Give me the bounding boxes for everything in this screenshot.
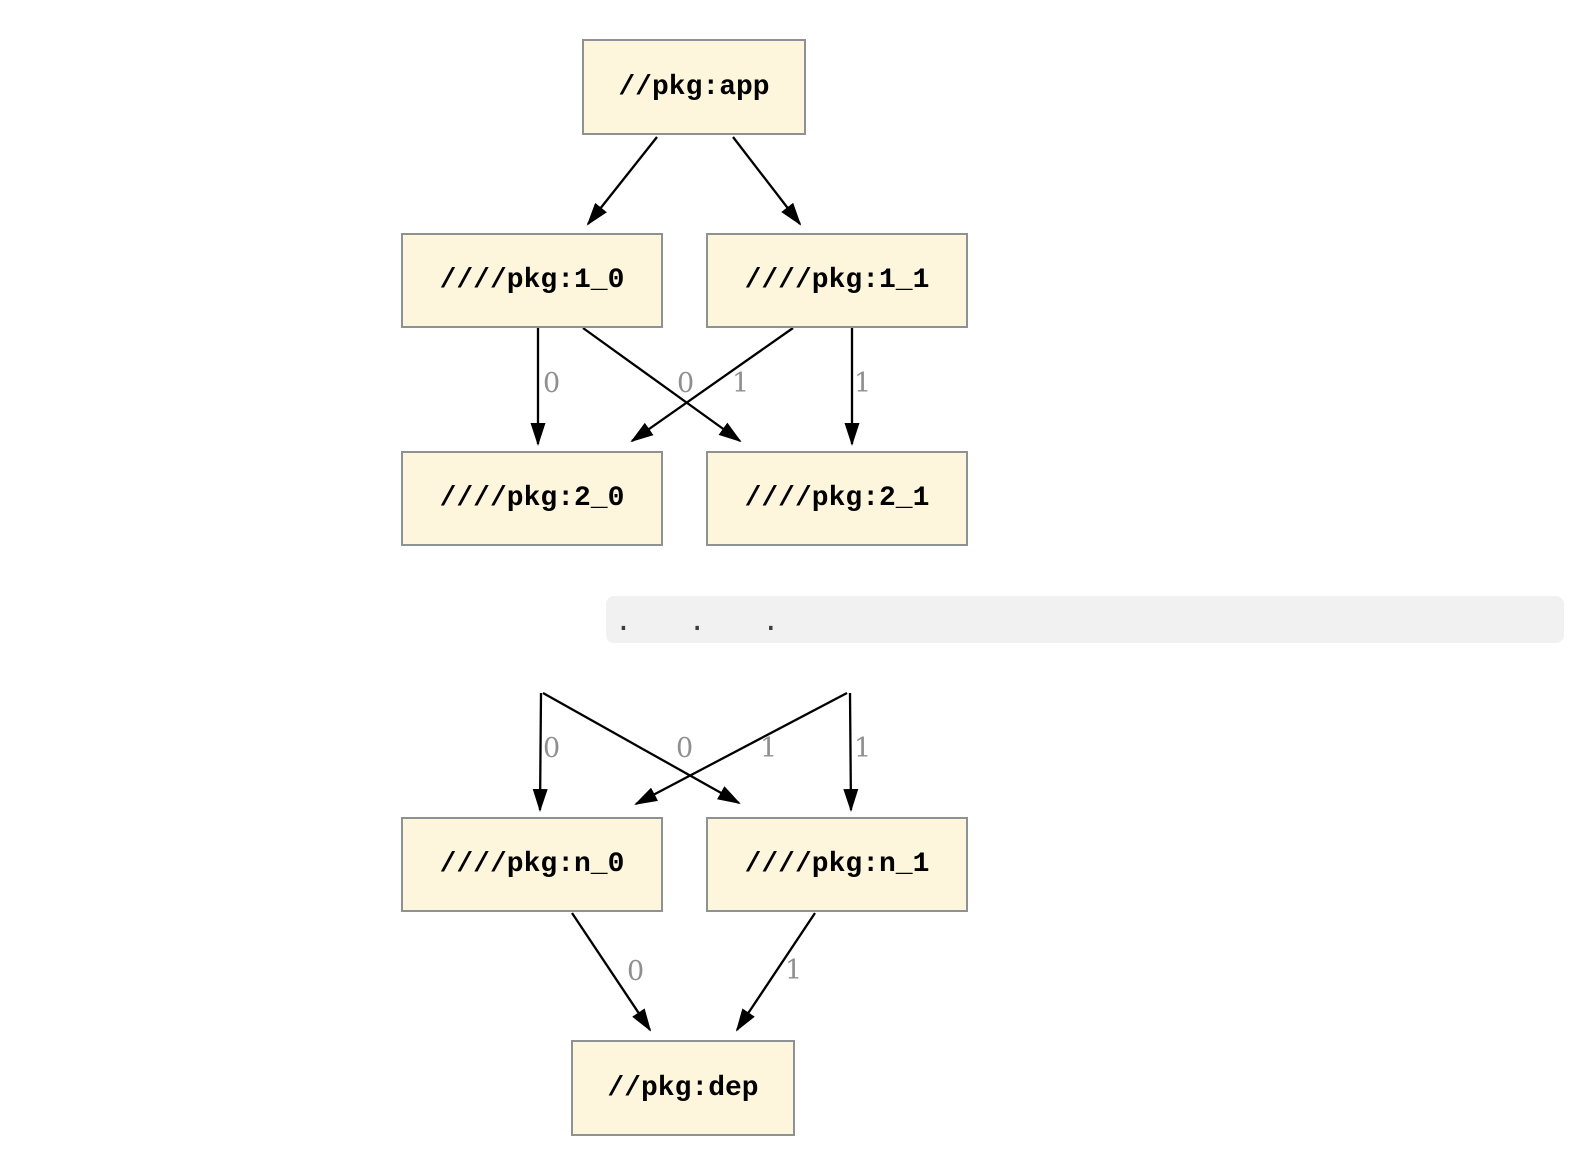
node-pkg-app: //pkg:app [582,39,806,135]
edge-label-1_1-2_0: 0 [677,368,695,399]
node-pkg-2-0: ////pkg:2_0 [401,451,663,546]
node-pkg-1-0: ////pkg:1_0 [401,233,663,328]
node-pkg-1-1: ////pkg:1_1 [706,233,968,328]
edge-1_1-to-2_0 [630,327,794,443]
edge-app-to-1_0 [586,136,658,226]
edge-label-ellipsis-n_1-left: 1 [760,733,778,764]
edge-label-n_0-dep: 0 [627,956,645,987]
edge-label-ellipsis-n_0-right: 0 [676,733,694,764]
edge-ellipsis-right-to-n_1 [843,692,859,812]
edge-label-1_0-2_1: 1 [732,368,750,399]
node-pkg-2-1: ////pkg:2_1 [706,451,968,546]
node-pkg-n-0: ////pkg:n_0 [401,817,663,912]
edge-label-ellipsis-n_1-right: 1 [854,733,872,764]
edge-ellipsis-left-to-n_0 [532,692,548,812]
edge-label-1_0-2_0: 0 [543,368,561,399]
edge-ellipsis-right-to-n_0 [634,691,848,806]
edge-label-n_1-dep: 1 [785,955,803,986]
edge-n_0-to-dep [571,912,652,1032]
node-pkg-n-1: ////pkg:n_1 [706,817,968,912]
edge-1_0-to-2_1 [582,327,742,443]
node-pkg-dep: //pkg:dep [571,1040,795,1136]
edge-n_1-to-dep [735,912,816,1032]
edge-ellipsis-left-to-n_1 [542,691,741,805]
edge-app-to-1_1 [732,136,802,226]
ellipsis-band: . . . [606,596,1564,643]
edge-label-1_1-2_1: 1 [854,368,872,399]
edge-label-ellipsis-n_0-left: 0 [543,733,561,764]
